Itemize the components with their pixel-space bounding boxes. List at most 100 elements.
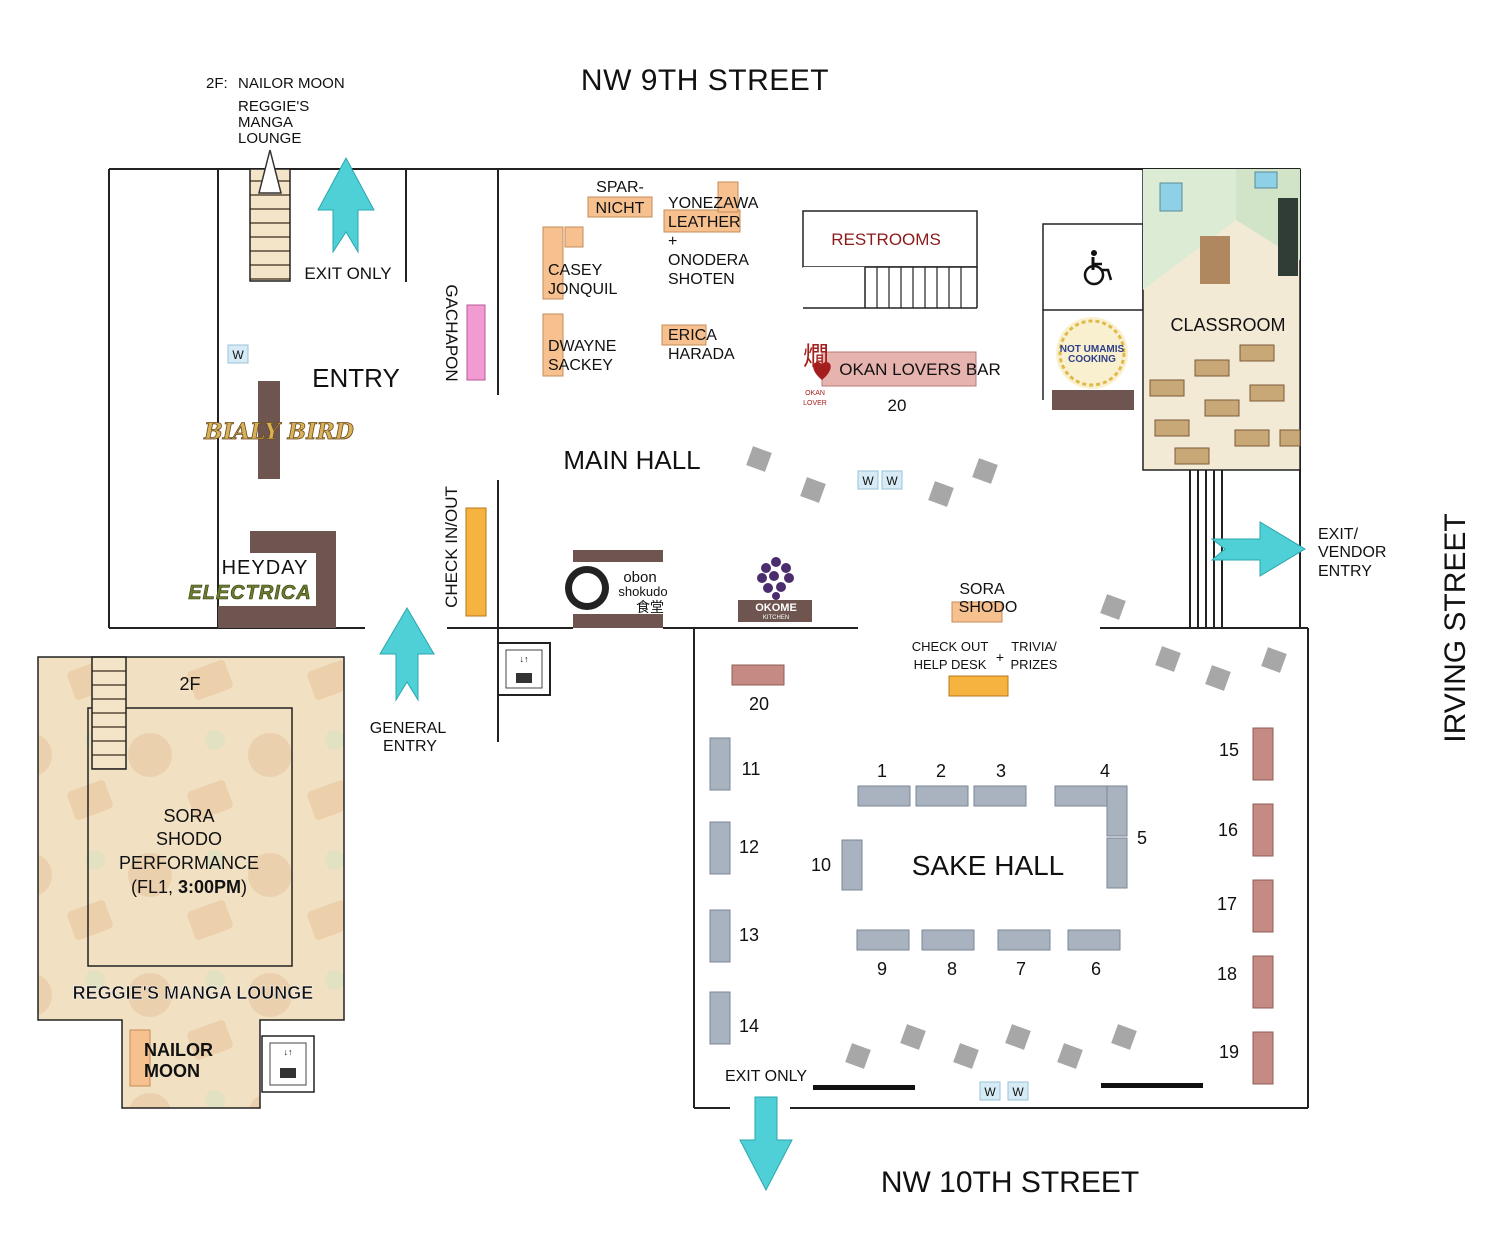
table-16 (1252, 803, 1274, 857)
num-20: 20 (749, 694, 769, 714)
table-10 (841, 839, 863, 891)
w-icon-sake-2-label: W (1012, 1085, 1024, 1099)
sora-shodo-1: SORA (959, 581, 1005, 598)
trivia-2: PRIZES (1011, 657, 1058, 672)
dwayne-1: DWAYNE (548, 338, 616, 355)
exit-vendor-1: EXIT/ (1318, 526, 1359, 543)
num-19: 19 (1219, 1042, 1239, 1062)
num-3: 3 (996, 761, 1006, 781)
barrier-left (813, 1085, 915, 1090)
obon-line1: obon (623, 569, 656, 586)
svg-text:↓↑: ↓↑ (520, 654, 529, 664)
num-8: 8 (947, 959, 957, 979)
note-reggies: REGGIE'S (238, 98, 309, 115)
okan-bar-number: 20 (888, 396, 907, 415)
nailor-2: MOON (144, 1061, 200, 1081)
num-13: 13 (739, 925, 759, 945)
barrier-right (1101, 1083, 1203, 1088)
num-6: 6 (1091, 959, 1101, 979)
entry-title: ENTRY (312, 363, 400, 393)
yonezawa-booth-a (663, 209, 741, 233)
w-icon (227, 344, 249, 364)
checkout-1: CHECK OUT (912, 639, 989, 654)
second-floor-plan (37, 656, 345, 1109)
w-icon-sake-1-label: W (984, 1085, 996, 1099)
obon-line2: shokudo (618, 584, 667, 599)
lounge-label: REGGIE'S MANGA LOUNGE (73, 983, 314, 1003)
sake-tables-red (731, 664, 1274, 1085)
yonezawa-1: YONEZAWA (668, 195, 759, 212)
sparnicht-1: SPAR- (596, 179, 644, 196)
general-entry-arrow (379, 607, 435, 702)
second-floor-prefix: 2F: (206, 75, 228, 92)
okome-booth (738, 600, 812, 622)
table-20 (731, 664, 785, 686)
street-east: IRVING STREET (1439, 513, 1472, 742)
note-nailor: NAILOR MOON (238, 75, 345, 92)
standing-tables-main (746, 446, 1287, 691)
table-5b (1106, 837, 1128, 889)
table-19 (1252, 1031, 1274, 1085)
erica-2: HARADA (668, 346, 735, 363)
exit-vendor-2: VENDOR (1318, 544, 1386, 561)
general-entry-2: ENTRY (383, 738, 437, 755)
not-umamis-booth (1052, 390, 1134, 410)
okome-logo (757, 557, 794, 600)
yonezawa-4: SHOTEN (668, 271, 735, 288)
num-2: 2 (936, 761, 946, 781)
num-16: 16 (1218, 820, 1238, 840)
street-north: NW 9TH STREET (581, 64, 829, 97)
sora-perf-4b: 3:00PM (178, 877, 241, 897)
second-floor-note: 2F: NAILOR MOON REGGIE'S MANGA LOUNGE (206, 75, 345, 147)
table-8 (921, 929, 975, 951)
yonezawa-3: ONODERA (668, 252, 749, 269)
trivia-1: TRIVIA/ (1011, 639, 1057, 654)
table-14 (709, 991, 731, 1045)
elevator-2f[interactable]: ↓↑ (261, 1035, 315, 1093)
yonezawa-booth-b (717, 181, 739, 213)
nailor-1: NAILOR (144, 1040, 213, 1060)
w-icon-label: W (232, 348, 244, 362)
sora-perf-1: SORA (163, 806, 214, 826)
checkin-label: CHECK IN/OUT (442, 486, 461, 608)
okome-name: OKOME (755, 602, 797, 614)
num-1: 1 (877, 761, 887, 781)
restrooms (802, 210, 978, 309)
main-hall-title: MAIN HALL (563, 445, 700, 475)
num-9: 9 (877, 959, 887, 979)
street-south: NW 10TH STREET (881, 1166, 1139, 1199)
num-12: 12 (739, 837, 759, 857)
gachapon-booth (466, 304, 486, 381)
num-4: 4 (1100, 761, 1110, 781)
table-5a (1106, 785, 1128, 837)
bialy-bird-booth (258, 381, 280, 479)
elevator-main[interactable]: ↓↑ (497, 642, 551, 696)
erica-1: ERICA (668, 327, 717, 344)
note-manga: MANGA (238, 114, 293, 131)
general-entry-1: GENERAL (370, 720, 447, 737)
okan-sub2: LOVER (803, 400, 827, 407)
sora-perf-4: (FL1, 3:00PM) (131, 877, 247, 897)
bialy-bird-logo: BIALY BIRD (203, 419, 354, 445)
exit-vendor-arrow (1210, 521, 1306, 577)
heyday-booth (218, 531, 336, 628)
not-umamis-logo (1056, 317, 1128, 389)
yonezawa-2: LEATHER (668, 214, 741, 231)
second-floor-label: 2F (179, 674, 200, 694)
table-1 (857, 785, 911, 807)
dwayne-booth (542, 313, 564, 377)
table-17 (1252, 879, 1274, 933)
standing-tables-sake (845, 1024, 1137, 1069)
w-icon-main-2-label: W (886, 474, 898, 488)
table-3 (973, 785, 1027, 807)
checkout-plus: + (996, 649, 1004, 665)
electrica-logo: ELECTRICA (188, 582, 311, 604)
exit-vendor-3: ENTRY (1318, 563, 1372, 580)
entry-exit-only: EXIT ONLY (304, 264, 391, 283)
help-desk (948, 675, 1009, 697)
okan-bar-label: OKAN LOVERS BAR (839, 360, 1001, 379)
okan-sub1: OKAN (805, 390, 825, 397)
table-15 (1252, 727, 1274, 781)
w-icon-main-1-label: W (862, 474, 874, 488)
